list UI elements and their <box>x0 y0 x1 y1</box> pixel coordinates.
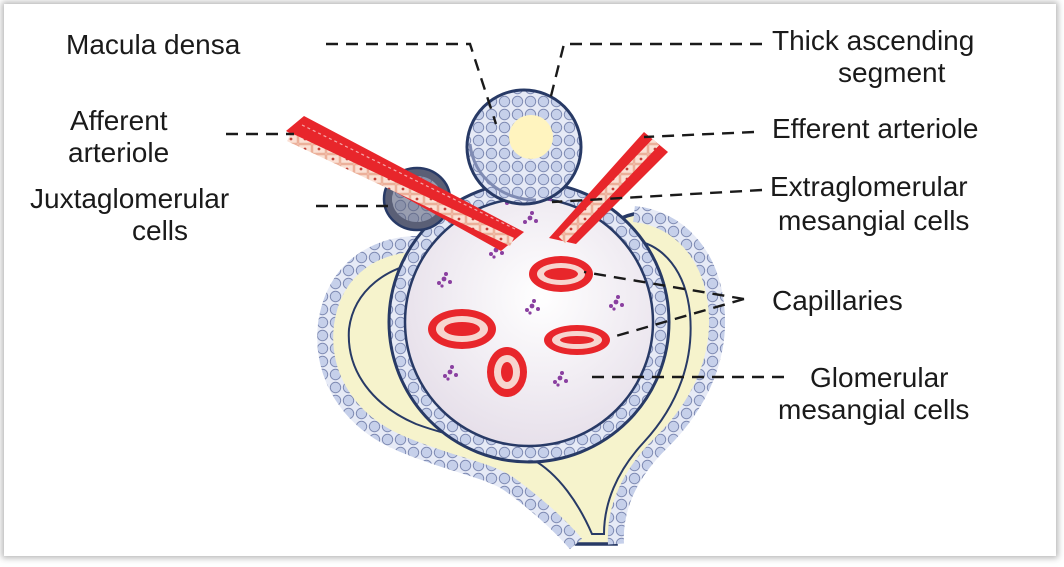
capillary-2 <box>428 309 496 349</box>
label-thick-ascending-line1: Thick ascending <box>772 25 974 56</box>
label-glomerular-line1: Glomerular <box>810 362 948 393</box>
juxtaglomerular-apparatus-diagram: Macula densa Thick ascending segment Aff… <box>4 4 1064 567</box>
label-juxtaglomerular-line2: cells <box>132 215 188 246</box>
label-thick-ascending-line2: segment <box>838 57 946 88</box>
label-glomerular-line2: mesangial cells <box>778 394 969 425</box>
label-extraglomerular-line2: mesangial cells <box>778 205 969 236</box>
label-macula-densa: Macula densa <box>66 29 241 60</box>
label-afferent-line2: arteriole <box>68 137 169 168</box>
capillary-1 <box>529 256 593 292</box>
capillary-3 <box>544 325 610 355</box>
label-capillaries: Capillaries <box>772 285 903 316</box>
diagram-frame: Macula densa Thick ascending segment Aff… <box>4 4 1056 556</box>
capillary-4 <box>487 347 527 397</box>
label-extraglomerular-line1: Extraglomerular <box>770 171 968 202</box>
label-afferent-line1: Afferent <box>70 105 168 136</box>
label-efferent-arteriole: Efferent arteriole <box>772 113 979 144</box>
tubule-lumen <box>509 115 553 159</box>
label-juxtaglomerular-line1: Juxtaglomerular <box>30 183 229 214</box>
